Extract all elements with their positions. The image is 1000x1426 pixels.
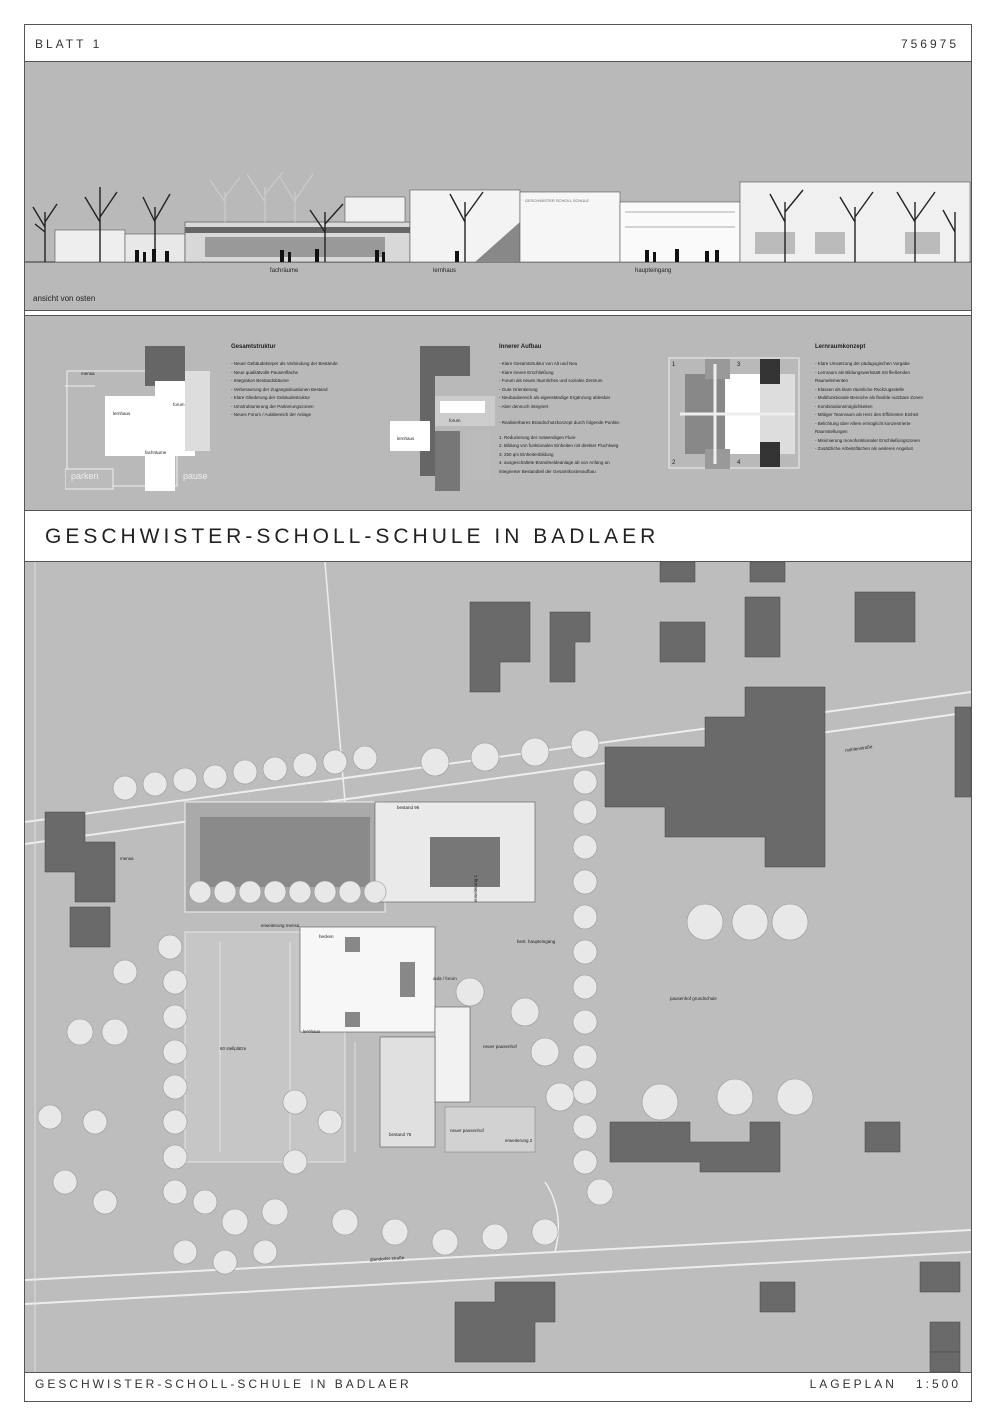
d2-item: - Aber dennoch integriert [499,403,549,409]
d1-item: - Verbesserung der Zugangssituationen Be… [231,386,328,392]
tree-canopies [37,729,814,1275]
d2-forum: forum [449,418,461,423]
d3-item: - Minimierung monofunktionaler Erschließ… [815,437,921,443]
d3-item: - Lernraum als Bildungswerkstatt mit fli… [815,369,911,375]
site-erweiterung-1: erweiterung 1 [473,874,479,903]
site-stellplaetze: 60 stellplätze [220,1046,247,1051]
d3-item: Raumstellungen [815,429,848,434]
d3-list: - Klare Umsetzung der pädagogischen Vorg… [815,360,923,454]
d3-item: - Zusätzliche Arbeitsflächen als weitere… [815,446,913,451]
main-title: GESCHWISTER-SCHOLL-SCHULE IN BADLAER [45,525,660,548]
d2-item: 2. Bildung von funktionalen Einheiten mi… [499,443,619,448]
d1-title: Gesamtstruktur [231,344,276,350]
d2-list: - Klare Gesamtstruktur von Alt und Neu -… [499,360,620,476]
site-plan-drawing [25,562,971,1372]
d1-parken: parken [71,471,99,481]
footer-scale: LAGEPLAN 1:500 [809,1377,961,1391]
lernraumkonzept-diagram: 1 3 2 4 [668,357,800,469]
label-lernhaus: lernhaus [433,268,457,274]
d2-title: Innerer Aufbau [499,344,542,350]
elevation-panel: GESCHWISTER SCHOLL SCHULE [25,61,971,311]
d1-fachraeume: fachräume [145,450,167,455]
facade-sign: GESCHWISTER SCHOLL SCHULE [525,198,589,203]
innerer-aufbau-diagram [390,346,495,491]
diagrams-panel: mensa lernhaus forum fachräume parken pa… [25,315,971,511]
d3-item: - Belichtung über Allem ermöglicht konze… [815,420,911,426]
d2-item: 4. ausgeschaltete Brandmeldeanlage ab vo… [499,460,610,465]
d3-item: - Klare Umsetzung der pädagogischen Vorg… [815,361,910,366]
d1-forum: forum [173,402,185,407]
d2-item: - Klare innere Erschließung [499,369,554,375]
d1-item: - Umstrukturierung der Parkierungszonen [231,403,314,409]
d3-item: - Kombinationsmöglichkeiten [815,403,873,409]
site-mensa: mensa [120,856,134,861]
d1-item: - Neuer Gebäudekörper als Verbindung der… [231,361,338,366]
gesamtstruktur-diagram [65,346,210,491]
d1-pause: pause [183,471,208,481]
lrk-n2: 2 [672,460,676,466]
d2-item: - Gute Orientierung [499,386,538,392]
elevation-caption: ansicht von osten [33,294,96,303]
site-bestand-96: bestand 96 [397,805,420,810]
d1-item: - Integration Bestandsbäume [231,378,289,383]
d2-item: - Forum als neues räumliches und soziale… [499,378,603,383]
d1-list: - Neuer Gebäudekörper als Verbindung der… [231,360,338,420]
d2-item: 3. 250 qm Einheitenbildung [499,451,554,457]
d2-item: - Neubaubereich als eigenständige Ergänz… [499,395,611,400]
d1-lernhaus: lernhaus [113,411,131,416]
d3-item: - Multifunktionale Bereiche als flexible… [815,395,924,400]
site-aula-forum: aula / forum [433,976,457,981]
d2-item: integrierter Bestandteil der Gesamtkoste… [499,468,596,474]
label-haupteingang: haupteingang [635,268,672,274]
d1-item: - Neues Forum / Aulabereich der Anlage [231,412,312,417]
site-plan-panel: mühlenstraße glandorfer straße mensa bes… [25,561,971,1373]
d2-item: 1. Reduzierung der notwendigen Flure [499,434,576,440]
d3-item: Raumelementen [815,378,849,383]
d1-mensa: mensa [81,371,95,376]
d1-item: - Neue qualitätvolle Pausenfläche [231,369,299,375]
d2-item: - Realisierbares Brandschutzkonzept durc… [499,420,621,425]
east-elevation-drawing: GESCHWISTER SCHOLL SCHULE [25,171,971,263]
lrk-n1: 1 [672,362,676,368]
d1-item: - Klare Gliederung der Gebäudestruktur [231,395,311,400]
site-erweiterung-2: erweiterung 2 [505,1138,533,1143]
label-fachraeume: fachräume [270,268,299,274]
site-neuer-pausenhof-2: neuer pausenhof [450,1128,484,1133]
d3-item: - Mittiger Teamraum als Herz des Effizie… [815,412,919,417]
site-neuer-pausenhof: neuer pausenhof [483,1044,517,1049]
sheet-number: 756975 [900,37,959,51]
site-pausenhof-grundschule: pausenhof grundschule [670,996,717,1001]
d2-lernhaus: lernhaus [397,436,415,441]
d3-title: Lernraumkonzept [815,344,866,350]
footer-title: GESCHWISTER-SCHOLL-SCHULE IN BADLAER [35,1377,412,1391]
d3-item: - Klassen als klare räumliche Rückzugsst… [815,386,905,392]
d2-item: - Klare Gesamtstruktur von Alt und Neu [499,361,578,366]
poster-sheet: BLATT 1 756975 GESCHWISTER SCHOLL SCHULE [24,24,972,1402]
site-bestand-76: bestand 76 [389,1132,412,1137]
lrk-n3: 3 [737,362,741,368]
site-hecken: hecken [319,934,334,939]
site-best-haupteingang: best. haupteingang [517,939,556,944]
lrk-n4: 4 [737,460,741,466]
site-lernhaus: lernhaus [303,1029,321,1034]
sheet-label: BLATT 1 [35,37,103,51]
site-erweiterung-mensa: erweiterung mensa [261,923,300,928]
